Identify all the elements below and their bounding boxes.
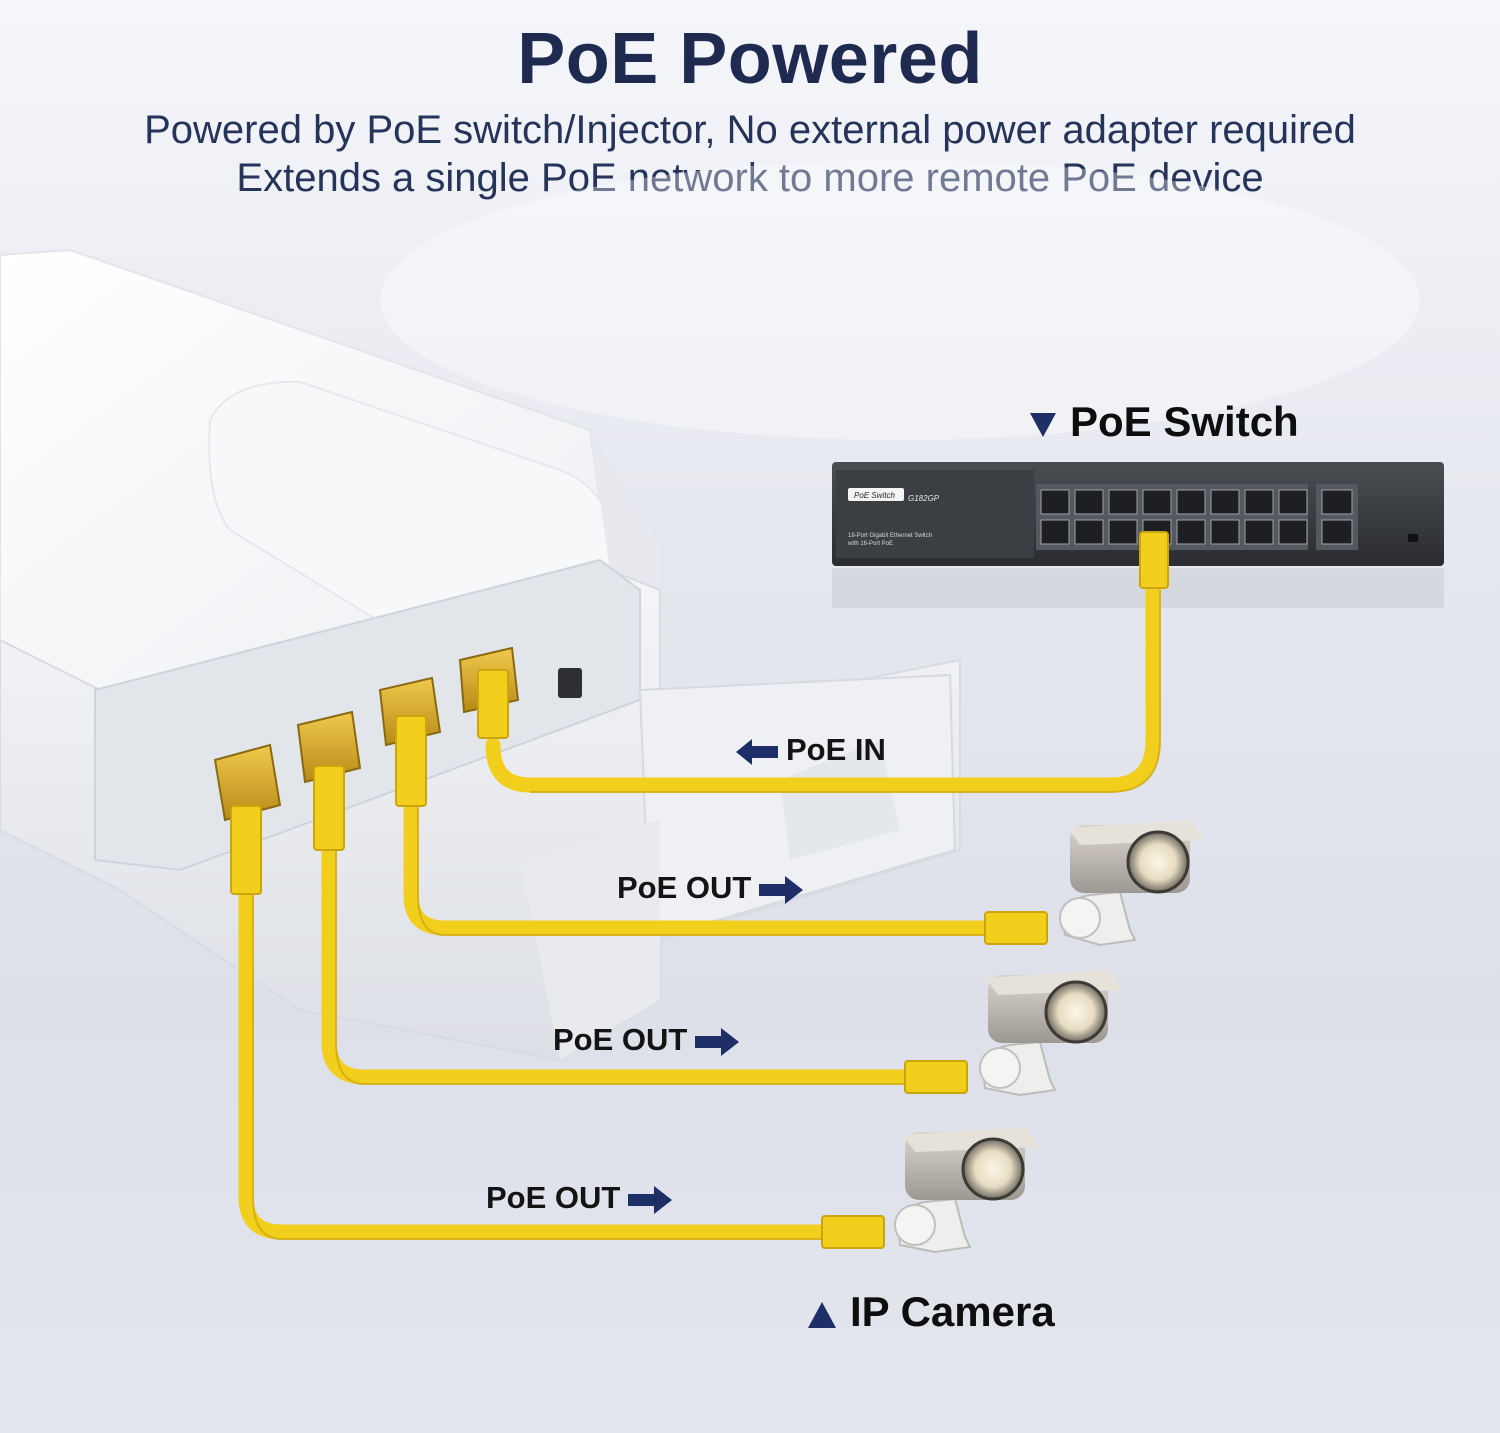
switch-port-block [1036, 484, 1418, 550]
label-poe-out-3-text: PoE OUT [486, 1180, 621, 1215]
label-poe-switch: PoE Switch [1030, 398, 1299, 446]
arrow-left-icon [736, 738, 778, 765]
subtitle-line-2: Extends a single PoE network to more rem… [236, 156, 1264, 200]
triangle-up-icon [808, 1301, 836, 1328]
ethernet-cables [238, 582, 1161, 1240]
label-ip-camera-text: IP Camera [850, 1288, 1055, 1335]
poe-extender-device [0, 248, 961, 1062]
switch-brand-text: PoE Switch [854, 491, 895, 500]
poe-switch-device [832, 462, 1444, 608]
label-poe-out-1: PoE OUT [617, 870, 804, 906]
label-poe-out-3: PoE OUT [486, 1180, 673, 1216]
ip-camera-1 [1059, 820, 1205, 947]
switch-desc-line-1: 18-Port Gigabit Ethernet Switch [848, 533, 932, 539]
label-poe-switch-text: PoE Switch [1070, 398, 1299, 445]
subtitle-line-1: Powered by PoE switch/Injector, No exter… [144, 108, 1356, 152]
switch-desc-line-2: with 16-Port PoE [847, 541, 893, 547]
ip-camera-2 [979, 970, 1122, 1097]
ip-camera-3 [894, 1127, 1039, 1254]
switch-brand-badge [848, 488, 904, 501]
label-poe-in: PoE IN [736, 732, 886, 768]
label-poe-out-2: PoE OUT [553, 1022, 740, 1058]
arrow-right-icon [759, 875, 804, 904]
rj45-plugs [230, 531, 1169, 1249]
arrow-right-icon [628, 1185, 673, 1214]
label-poe-in-text: PoE IN [786, 732, 886, 767]
page-title: PoE Powered [517, 19, 983, 99]
label-poe-out-2-text: PoE OUT [553, 1022, 688, 1057]
label-poe-out-1-text: PoE OUT [617, 870, 752, 905]
label-ip-camera: IP Camera [808, 1288, 1055, 1336]
switch-model-text: G182GP [908, 494, 940, 503]
triangle-down-icon [1030, 412, 1056, 437]
arrow-right-icon [695, 1027, 740, 1056]
background-haze [380, 160, 1420, 440]
